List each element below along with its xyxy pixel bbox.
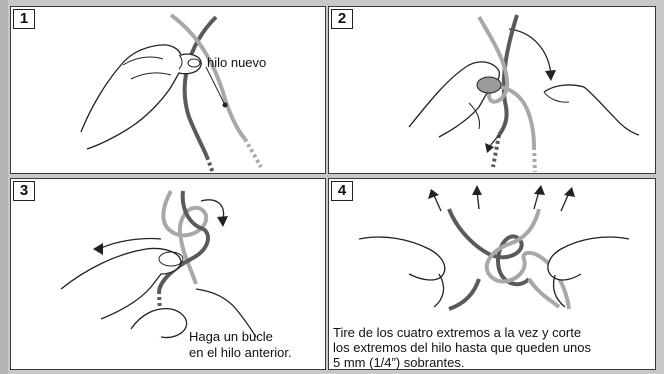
step-2-illustration <box>408 14 640 173</box>
step-1-illustration <box>80 13 263 173</box>
step-4-caption-line-3: 5 mm (1/4”) sobrantes. <box>333 355 465 370</box>
step-number: 4 <box>331 181 353 201</box>
step-panel-4: 4 Tire de los cuatro extremos a la vez y… <box>328 178 656 370</box>
step-3-illustration <box>60 190 257 340</box>
step-4-illustration <box>358 185 630 311</box>
step-4-caption-line-1: Tire de los cuatro extremos a la vez y c… <box>333 325 582 340</box>
step-number: 1 <box>13 9 35 29</box>
step-4-caption-line-2: los extremos del hilo hasta que queden u… <box>333 340 592 355</box>
step-3-caption-line-1: Haga un bucle <box>189 329 273 344</box>
step-number: 2 <box>331 9 353 29</box>
new-thread-label: hilo nuevo <box>207 55 267 70</box>
step-panel-3: 3 Haga un bucle en el hilo anterior. <box>10 178 326 370</box>
step-panel-1: 1 hilo nuevo <box>10 6 326 174</box>
step-panel-2: 2 <box>328 6 656 174</box>
step-3-caption-line-2: en el hilo anterior. <box>189 345 292 360</box>
step-number: 3 <box>13 181 35 201</box>
left-margin-strip <box>0 0 8 374</box>
